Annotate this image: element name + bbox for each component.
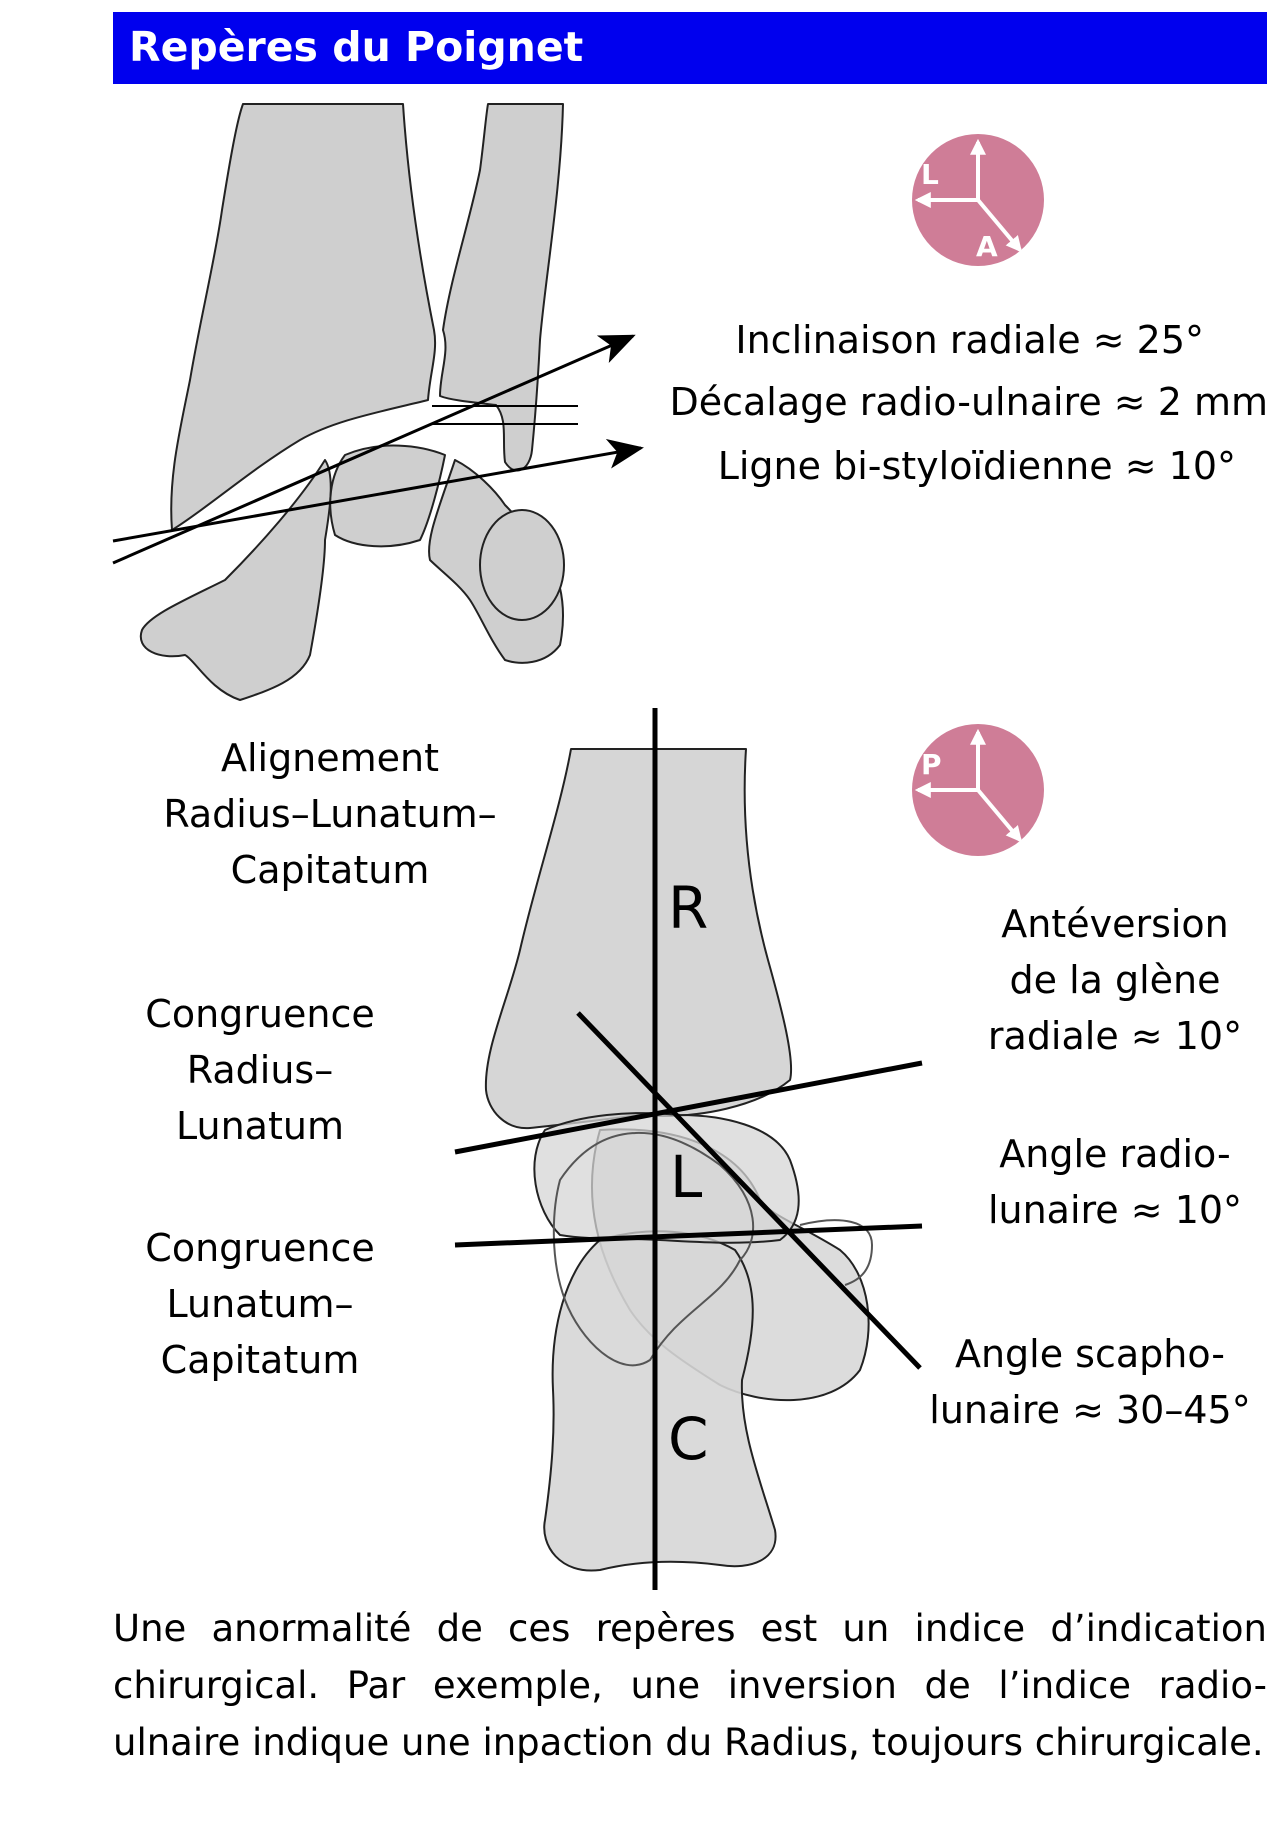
ulna-bone-top: [439, 103, 564, 472]
label-congruence-radius-lunatum: Congruence Radius– Lunatum: [145, 992, 375, 1148]
measurement-radio-ulnar-offset: Décalage radio-ulnaire ≈ 2 mm: [669, 380, 1268, 424]
scaphoid-outline-bottom: [552, 1131, 755, 1367]
orientation-letter-a: A: [976, 230, 998, 263]
radial-glenoid-line: [454, 1060, 923, 1155]
scaphoid-top: [139, 459, 332, 701]
bone-letter-radius: R: [668, 874, 709, 942]
orientation-badge-top: L A: [912, 134, 1044, 266]
page-title: Repères du Poignet: [129, 23, 584, 71]
title-bar: Repères du Poignet: [113, 12, 1267, 84]
bistyloid-line: [112, 438, 644, 543]
measurement-bistyloid-line: Ligne bi-styloïdienne ≈ 10°: [717, 444, 1236, 488]
radius-bone-top: [170, 103, 437, 531]
bone-letter-lunatum: L: [670, 1143, 703, 1211]
orientation-letter-l: L: [921, 158, 939, 191]
label-anteversion: Antéversion de la glène radiale ≈ 10°: [987, 902, 1243, 1058]
bone-letter-capitatum: C: [668, 1405, 709, 1473]
lunate-top: [329, 444, 446, 548]
label-alignment: Alignement Radius–Lunatum– Capitatum: [163, 736, 497, 892]
measurement-radial-inclination: Inclinaison radiale ≈ 25°: [735, 318, 1204, 362]
radio-lunar-line: [454, 1223, 923, 1248]
ulnar-notch-bottom: [799, 1219, 873, 1286]
scapho-lunar-axis: [576, 1011, 922, 1370]
label-radio-lunar-angle: Angle radio- lunaire ≈ 10°: [987, 1132, 1243, 1232]
footer-note: Une anormalité de ces repères est un ind…: [113, 1607, 1267, 1764]
pisiform-top: [479, 509, 565, 621]
capitatum-bottom: [543, 1230, 777, 1572]
label-congruence-lunatum-capitatum: Congruence Lunatum– Capitatum: [145, 1226, 375, 1382]
lunatum-bottom: [533, 1112, 800, 1244]
orientation-letter-p: P: [921, 748, 942, 781]
orientation-badge-bottom: P: [912, 724, 1044, 856]
radius-bone-bottom: [484, 748, 793, 1130]
label-scapho-lunar-angle: Angle scapho- lunaire ≈ 30–45°: [929, 1332, 1251, 1432]
